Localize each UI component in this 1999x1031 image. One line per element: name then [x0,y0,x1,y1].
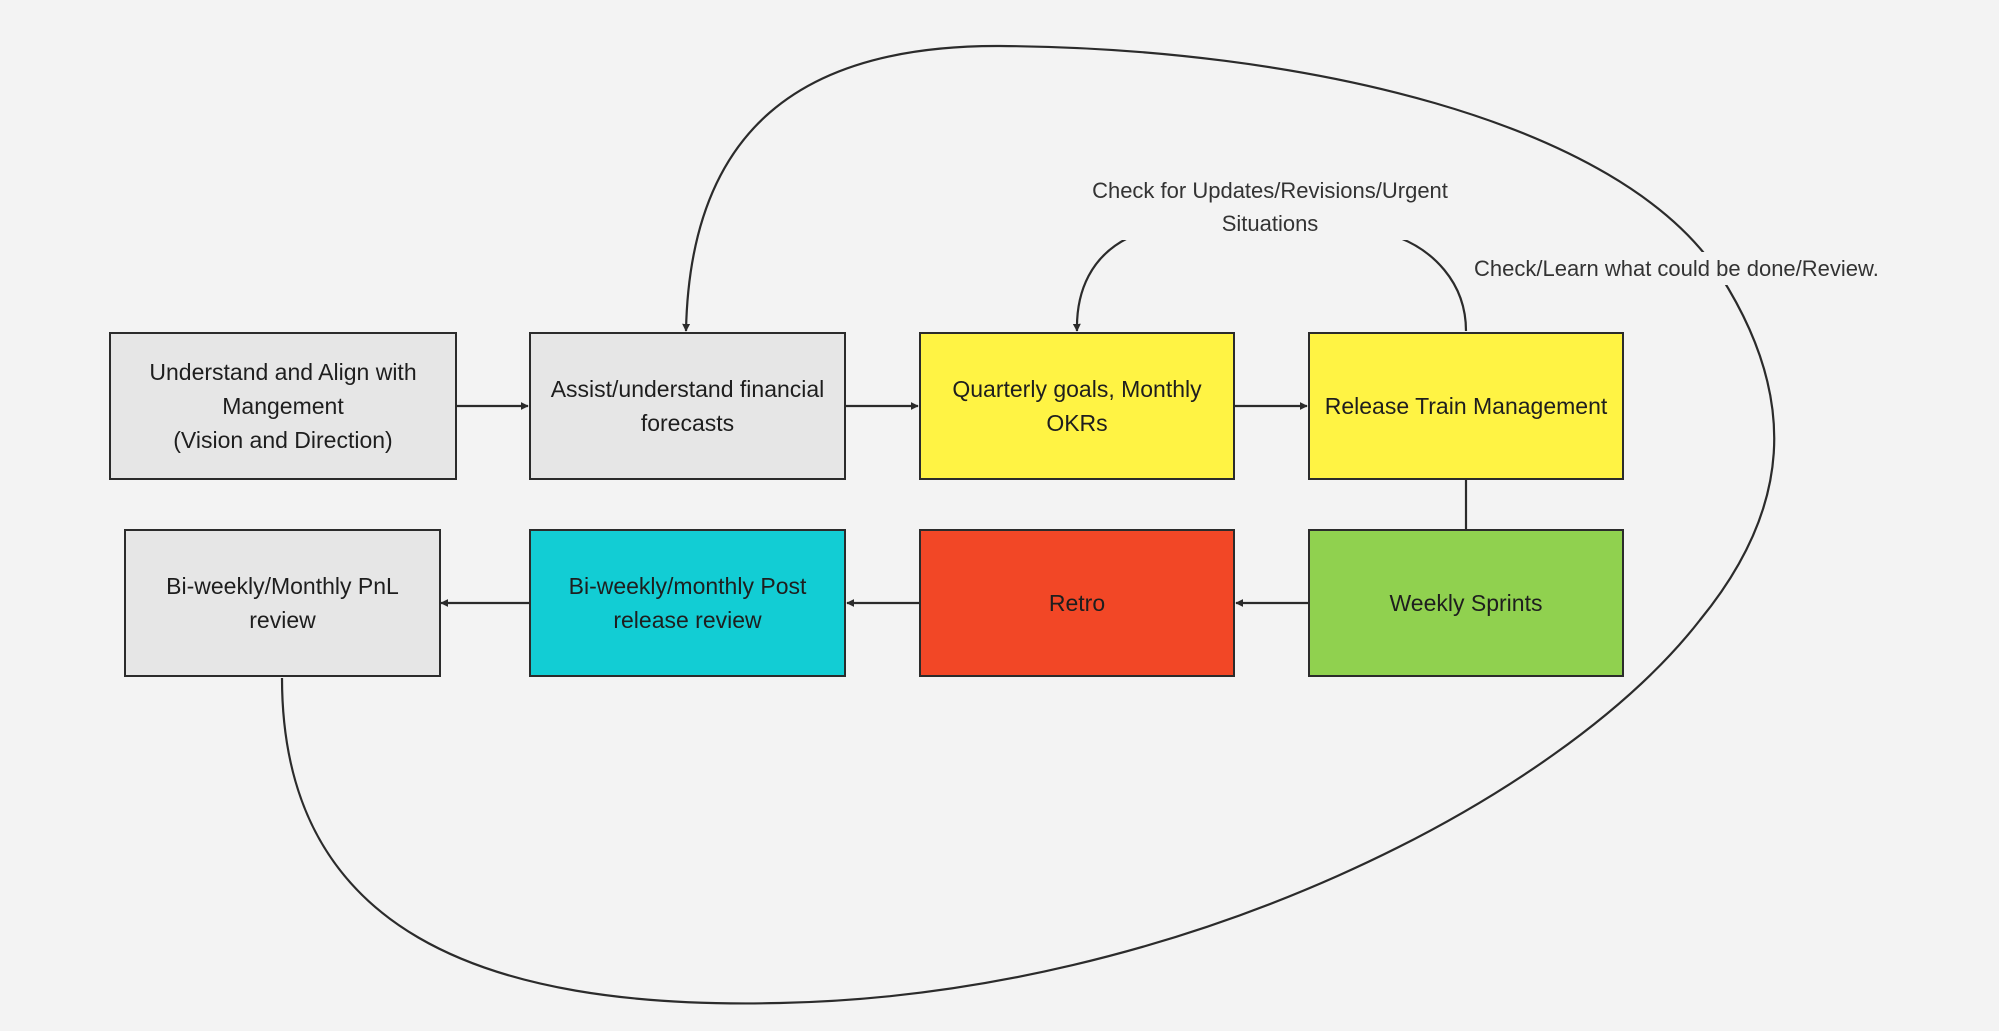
node-assist-forecasts[interactable]: Assist/understand financial forecasts [529,332,846,480]
node-weekly-sprints[interactable]: Weekly Sprints [1308,529,1624,677]
loop-pnl-to-assist [280,44,1776,1005]
loop-release-to-quarterly [1399,236,1468,332]
label-check-learn: Check/Learn what could be done/Review. [1474,252,1934,285]
label-check-updates: Check for Updates/Revisions/Urgent Situa… [1060,174,1480,240]
node-quarterly-goals[interactable]: Quarterly goals, Monthly OKRs [919,332,1235,480]
node-release-train[interactable]: Release Train Management [1308,332,1624,480]
node-post-release-review[interactable]: Bi-weekly/monthly Post release review [529,529,846,677]
node-pnl-review[interactable]: Bi-weekly/Monthly PnL review [124,529,441,677]
node-retro[interactable]: Retro [919,529,1235,677]
node-understand-align[interactable]: Understand and Align with Mangement (Vis… [109,332,457,480]
loop-into-quarterly [1072,237,1129,332]
